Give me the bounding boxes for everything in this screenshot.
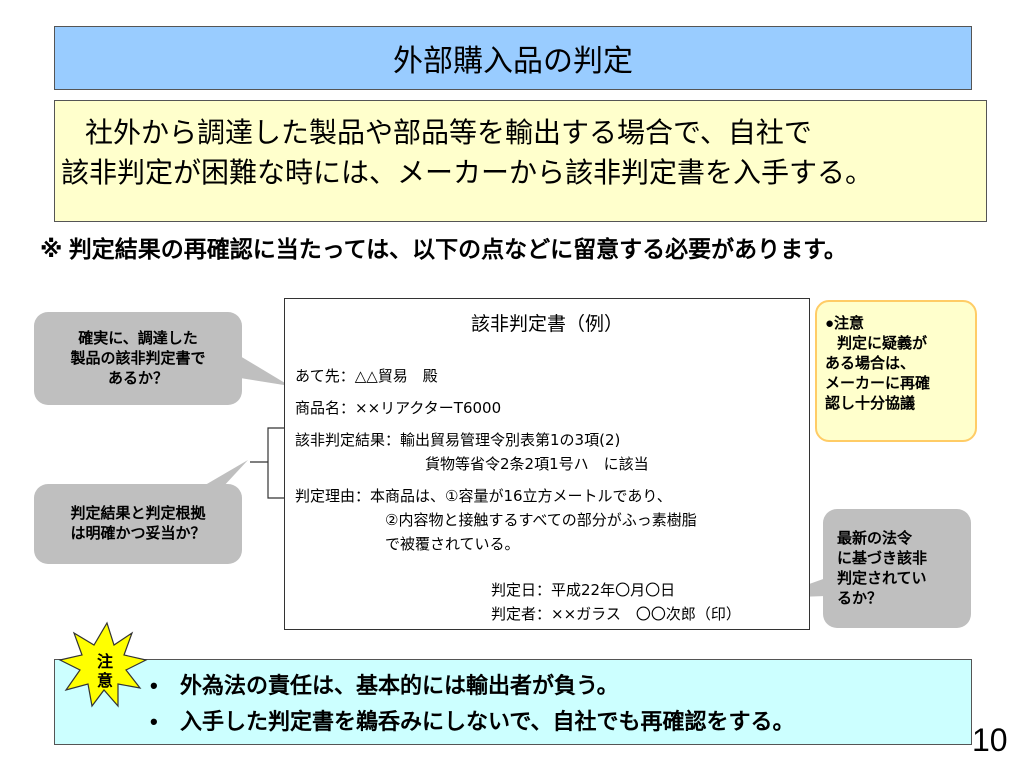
callout-authenticity: 確実に、調達した 製品の該非判定書で あるか？ bbox=[34, 312, 242, 405]
caution-heading: ●注意 bbox=[825, 315, 865, 332]
callout-1-line-2: 製品の該非判定書で bbox=[70, 349, 206, 367]
callout-2-pointer bbox=[200, 460, 248, 488]
certificate-date: 判定日：平成22年〇月〇日 bbox=[491, 581, 676, 599]
intro-line-1: 社外から調達した製品や部品等を輸出する場合で、自社で bbox=[85, 116, 812, 149]
badge-char-1: 注 bbox=[97, 652, 113, 671]
key-point-1: • 外為法の責任は、基本的には輸出者が負う。 bbox=[150, 668, 971, 704]
certificate-product: 商品名：××リアクターT6000 bbox=[295, 399, 502, 417]
certificate-reason-3: で被覆されている。 bbox=[385, 535, 520, 553]
key-point-2: • 入手した判定書を鵜呑みにしないで、自社でも再確認をする。 bbox=[150, 704, 971, 740]
callout-latest-law: 最新の法令 に基づき該非 判定されてい るか？ bbox=[823, 509, 971, 628]
certificate-title: 該非判定書（例） bbox=[470, 313, 623, 335]
callout-3-line-1: 最新の法令 bbox=[837, 529, 913, 547]
badge-char-2: 意 bbox=[97, 671, 113, 690]
callout-3-line-3: 判定されてい bbox=[837, 569, 927, 587]
slide-title: 外部購入品の判定 bbox=[54, 26, 972, 90]
callout-2-line-1: 判定結果と判定根拠 bbox=[70, 505, 206, 522]
caution-box: ●注意 判定に疑義が ある場合は、 メーカーに再確 認し十分協議 bbox=[815, 300, 977, 442]
bracket-line bbox=[267, 427, 290, 499]
starburst-shape bbox=[58, 621, 148, 708]
caution-line-4: 認し十分協議 bbox=[825, 395, 916, 412]
certificate-example: 該非判定書（例） あて先：△△貿易 殿 商品名：××リアクターT6000 該非判… bbox=[284, 298, 810, 630]
intro-line-2: 該非判定が困難な時には、メーカーから該非判定書を入手する。 bbox=[61, 156, 874, 189]
callout-1-line-1: 確実に、調達した bbox=[78, 329, 198, 347]
certificate-result-2: 貨物等省令2条2項1号ハ に該当 bbox=[425, 455, 649, 473]
bullet-2: • bbox=[150, 709, 158, 734]
page-number: 10 bbox=[972, 722, 1008, 758]
callout-1-pointer bbox=[240, 356, 290, 386]
key-points-box: • 外為法の責任は、基本的には輸出者が負う。 • 入手した判定書を鵜呑みにしないで、… bbox=[54, 659, 972, 745]
callout-validity: 判定結果と判定根拠 は明確かつ妥当か？ bbox=[34, 484, 242, 564]
certificate-addressee: あて先：△△貿易 殿 bbox=[295, 367, 438, 385]
caution-line-3: メーカーに再確 bbox=[825, 375, 931, 392]
caution-line-2: ある場合は、 bbox=[825, 355, 916, 372]
caution-line-1: 判定に疑義が bbox=[837, 335, 928, 352]
certificate-judge: 判定者：××ガラス 〇〇次郎（印） bbox=[491, 605, 741, 623]
certificate-reason-2: ②内容物と接触するすべての部分がふっ素樹脂 bbox=[385, 511, 697, 529]
callout-2-line-2: は明確かつ妥当か？ bbox=[70, 525, 206, 542]
key-point-2-text: 入手した判定書を鵜呑みにしないで、自社でも再確認をする。 bbox=[180, 709, 795, 734]
certificate-result-1: 該非判定結果：輸出貿易管理令別表第1の3項(2) bbox=[295, 431, 621, 449]
callout-1-line-3: あるか？ bbox=[107, 369, 168, 387]
key-point-1-text: 外為法の責任は、基本的には輸出者が負う。 bbox=[180, 673, 619, 698]
bullet-1: • bbox=[150, 673, 158, 698]
callout-3-line-4: るか？ bbox=[837, 589, 883, 607]
intro-box: 社外から調達した製品や部品等を輸出する場合で、自社で 該非判定が困難な時には、メ… bbox=[54, 100, 987, 222]
certificate-reason-1: 判定理由：本商品は、①容量が16立方メートルであり、 bbox=[295, 487, 672, 505]
note-line: ※ 判定結果の再確認に当たっては、以下の点などに留意する必要があります。 bbox=[40, 236, 847, 262]
callout-3-line-2: に基づき該非 bbox=[837, 549, 928, 567]
